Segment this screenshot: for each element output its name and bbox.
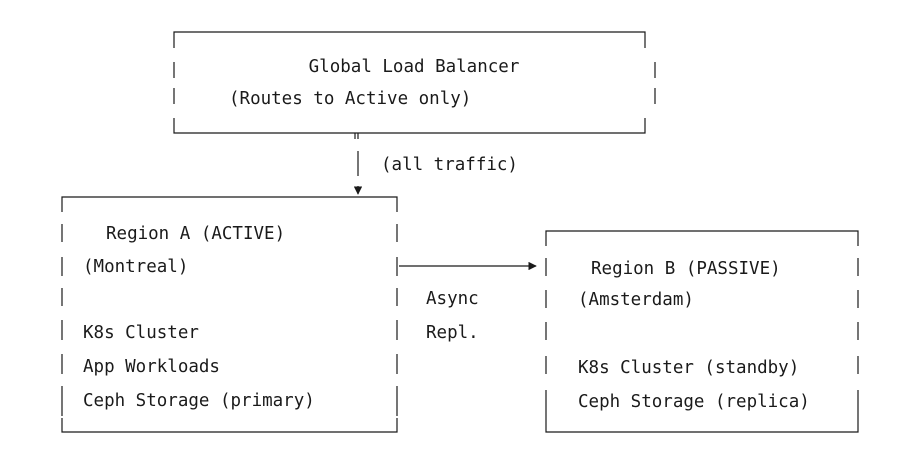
region-a-item-k8s-cluster: K8s Cluster bbox=[83, 323, 199, 343]
region-b-item-ceph-storage: Ceph Storage (replica) bbox=[578, 392, 810, 412]
load-balancer-node: Global Load Balancer (Routes to Active o… bbox=[173, 31, 656, 134]
region-a-title: Region A (ACTIVE) bbox=[106, 224, 285, 244]
replication-edge-label-line2: Repl. bbox=[426, 323, 479, 343]
region-b-box bbox=[545, 230, 859, 433]
replication-edge-label-line1: Async bbox=[426, 289, 479, 309]
region-b-location: (Amsterdam) bbox=[578, 290, 694, 310]
load-balancer-box bbox=[173, 31, 656, 134]
region-b-item-k8s-cluster: K8s Cluster (standby) bbox=[578, 358, 799, 378]
region-a-location: (Montreal) bbox=[83, 257, 188, 277]
region-b-node: Region B (PASSIVE) (Amsterdam) K8s Clust… bbox=[545, 230, 859, 433]
region-a-item-ceph-storage: Ceph Storage (primary) bbox=[83, 391, 315, 411]
region-a-box bbox=[61, 196, 398, 433]
region-a-node: Region A (ACTIVE) (Montreal) K8s Cluster… bbox=[61, 196, 398, 433]
traffic-edge: (all traffic) bbox=[353, 133, 518, 195]
load-balancer-subtitle: (Routes to Active only) bbox=[229, 89, 471, 109]
traffic-edge-label: (all traffic) bbox=[381, 155, 518, 175]
traffic-edge-connector bbox=[354, 133, 359, 139]
replication-edge: Async Repl. bbox=[399, 261, 537, 343]
region-a-item-app-workloads: App Workloads bbox=[83, 357, 220, 377]
region-b-title: Region B (PASSIVE) bbox=[591, 259, 781, 279]
load-balancer-title: Global Load Balancer bbox=[309, 57, 520, 77]
